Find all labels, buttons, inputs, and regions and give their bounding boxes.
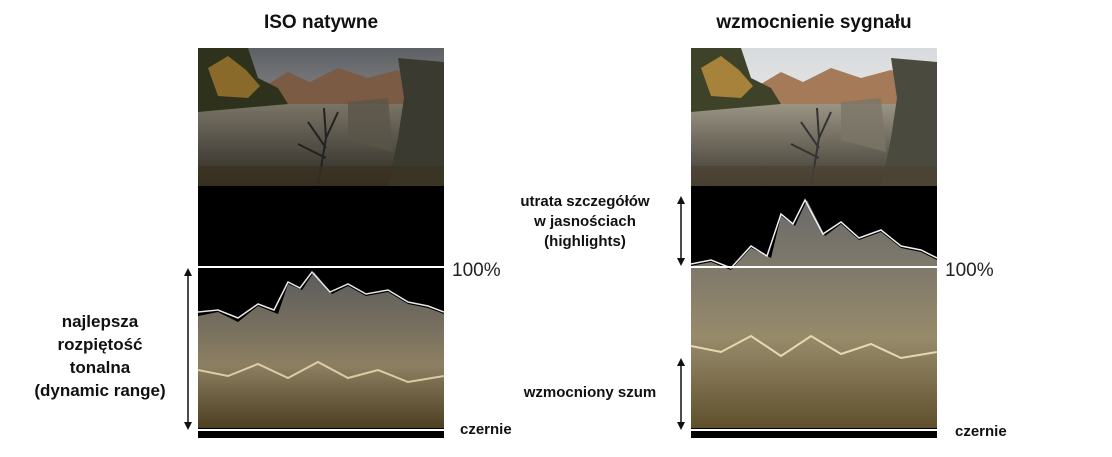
waveform-gain [690, 186, 938, 438]
landscape-photo-gain [691, 48, 937, 186]
panel-title-native-iso: ISO natywne [263, 12, 379, 33]
label-dynamic-range: najlepsza rozpiętość tonalna (dynamic ra… [20, 310, 180, 402]
label-100-percent-left: 100% [452, 260, 501, 281]
panel-title-signal-gain: wzmocnienie sygnału [716, 12, 912, 33]
reference-line-100-gain [691, 266, 937, 268]
label-highlights-line2: w jasnościach [534, 213, 636, 230]
black-line-gain [691, 429, 937, 431]
label-dynamic-range-line3: tonalna [69, 358, 131, 377]
reference-line-100-native [198, 266, 444, 268]
label-highlights-loss: utrata szczegółów w jasnościach (highlig… [500, 192, 670, 252]
label-highlights-line1: utrata szczegółów [520, 193, 650, 210]
label-dynamic-range-line4: (dynamic range) [34, 381, 166, 400]
landscape-photo-native [198, 48, 444, 186]
label-highlights-line3: (highlights) [544, 233, 626, 250]
black-line-native [198, 429, 444, 431]
label-100-percent-right: 100% [945, 260, 994, 281]
label-blacks-right: czernie [955, 423, 1007, 440]
label-dynamic-range-line1: najlepsza [61, 312, 139, 331]
waveform-native [197, 186, 445, 438]
label-amplified-noise: wzmocniony szum [523, 384, 657, 401]
label-blacks-left: czernie [460, 421, 512, 438]
label-dynamic-range-line2: rozpiętość [57, 335, 143, 354]
